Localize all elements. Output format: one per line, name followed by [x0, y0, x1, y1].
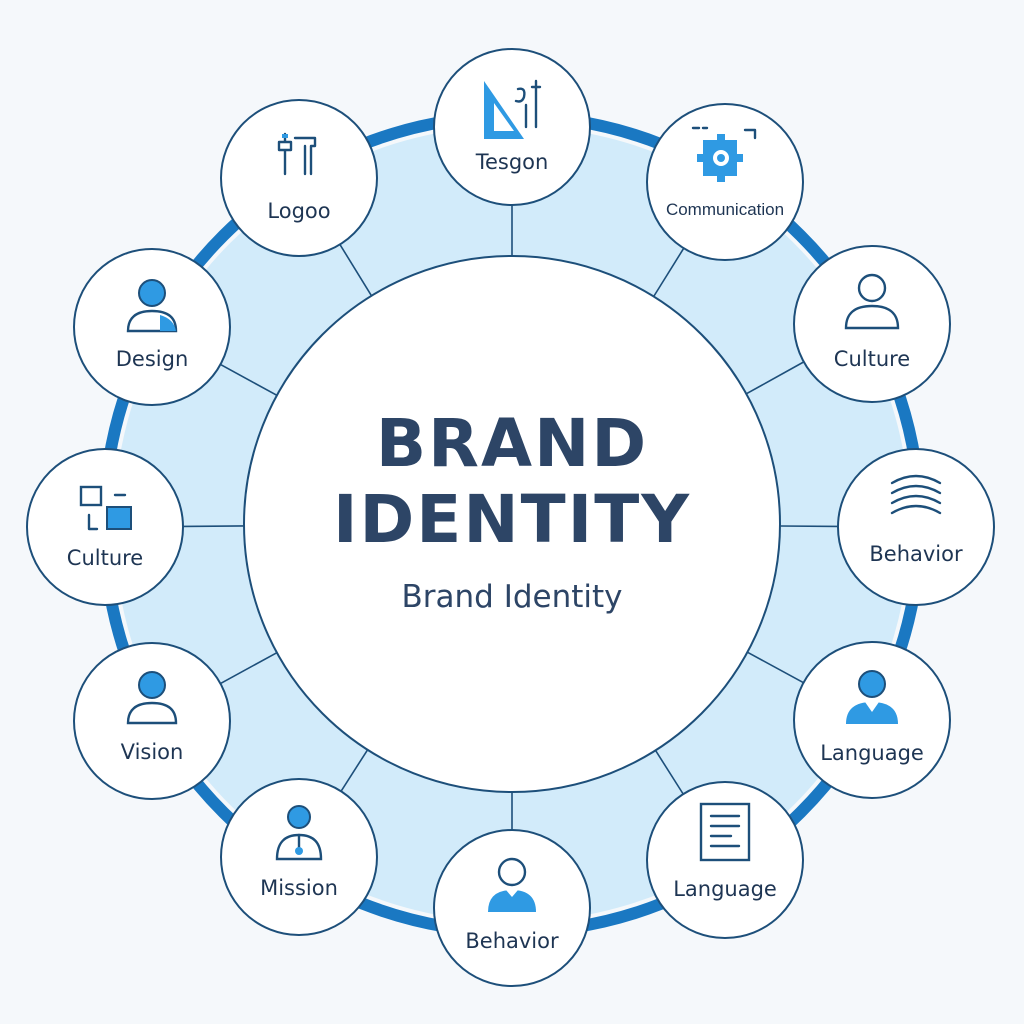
node-logoo[interactable]: Logoo: [220, 99, 378, 257]
tools-icon: [277, 132, 317, 176]
node-label: Language: [820, 741, 924, 765]
node-circle: [793, 245, 951, 403]
node-circle: [837, 448, 995, 606]
spoke-line: [339, 244, 373, 297]
center-subtitle: Brand Identity: [402, 579, 623, 615]
node-label: Vision: [121, 740, 184, 764]
node-culture-left[interactable]: Culture: [26, 448, 184, 606]
node-behavior-right[interactable]: Behavior: [837, 448, 995, 606]
node-language-right[interactable]: Language: [793, 641, 951, 799]
spoke-line: [220, 363, 278, 397]
node-culture-right[interactable]: Culture: [793, 245, 951, 403]
person-badge-icon: [488, 857, 536, 912]
node-behavior-bottom[interactable]: Behavior: [433, 829, 591, 987]
title-line-2: IDENTITY: [333, 481, 691, 558]
node-label: Design: [116, 347, 189, 371]
person-outline-icon: [844, 273, 900, 330]
drafting-tools-icon: [484, 79, 542, 139]
node-design[interactable]: Design: [73, 248, 231, 406]
node-label: Culture: [67, 546, 143, 570]
connector-spokes: [182, 205, 839, 830]
waves-icon: [890, 474, 942, 515]
spoke-line: [745, 361, 805, 395]
node-language-bottom[interactable]: Language: [646, 781, 804, 939]
squares-icon: [79, 485, 132, 531]
document-icon: [699, 802, 751, 862]
node-label: Mission: [260, 876, 338, 900]
spoke-line: [654, 749, 684, 795]
node-label: Tesgon: [475, 150, 549, 174]
spoke-line: [220, 651, 278, 685]
spoke-line: [340, 749, 369, 792]
node-label: Communication: [666, 200, 784, 219]
node-tesgon[interactable]: Tesgon: [433, 48, 591, 206]
center-circle: [243, 255, 781, 793]
node-circle: [73, 642, 231, 800]
spoke-line: [746, 651, 804, 684]
gear-icon: [691, 126, 757, 182]
node-communication[interactable]: Communication: [646, 103, 804, 261]
user-icon: [126, 279, 178, 333]
node-label: Behavior: [465, 929, 559, 953]
node-label: Behavior: [869, 542, 963, 566]
node-label: Culture: [834, 347, 910, 371]
node-mission[interactable]: Mission: [220, 778, 378, 936]
node-circle: [26, 448, 184, 606]
node-vision[interactable]: Vision: [73, 642, 231, 800]
person-pin-icon: [275, 805, 323, 861]
person-icon: [126, 671, 178, 725]
node-label: Logoo: [267, 199, 330, 223]
spoke-line: [653, 247, 685, 297]
node-circle: [220, 99, 378, 257]
node-label: Language: [673, 877, 777, 901]
node-circle: [73, 248, 231, 406]
node-circle: [220, 778, 378, 936]
title-line-1: BRAND: [376, 405, 648, 482]
person-filled-icon: [846, 670, 898, 724]
